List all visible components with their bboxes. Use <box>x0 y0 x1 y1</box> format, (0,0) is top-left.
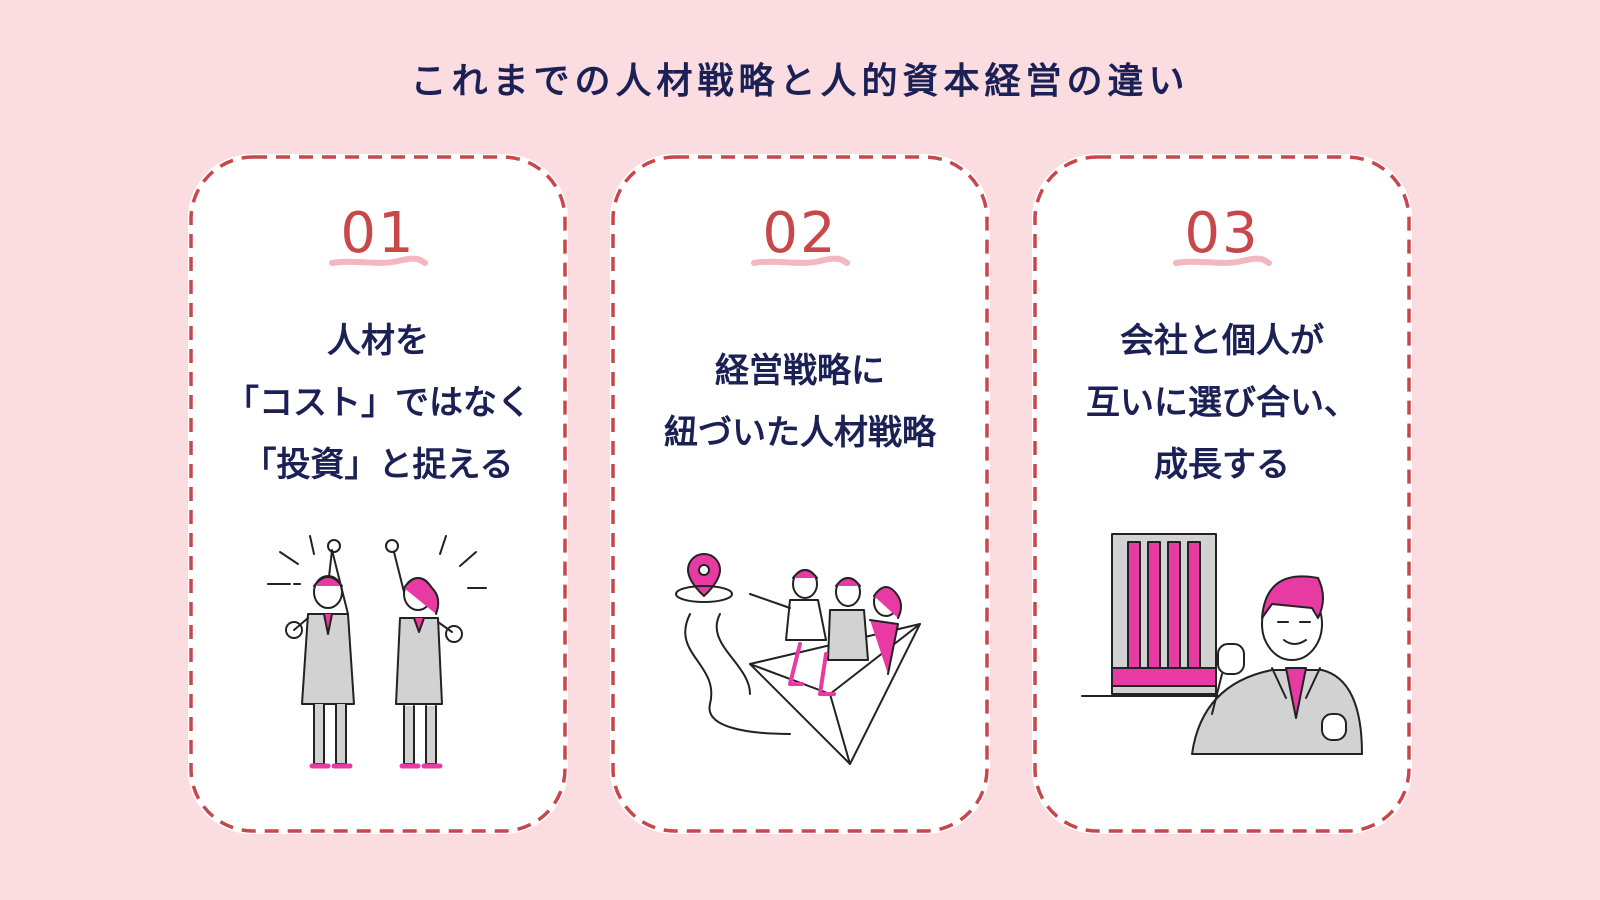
card-01: 01 人材を 「コスト」ではなく 「投資」と捉える <box>188 154 568 834</box>
two-cheering-workers-icon <box>267 535 487 769</box>
brush-underline <box>1173 255 1272 266</box>
card-heading-line: 互いに選び合い、 <box>1086 383 1358 423</box>
card-heading-line: 人材を <box>327 321 429 361</box>
card-heading: 人材を 「コスト」ではなく 「投資」と捉える <box>188 310 568 496</box>
dashed-border <box>1033 155 1411 833</box>
card-heading-line: 「投資」と捉える <box>242 445 514 485</box>
card-03: 03 会社と個人が 互いに選び合い、 成長する <box>1032 154 1412 834</box>
page-title: これまでの人材戦略と人的資本経営の違い <box>410 61 1190 102</box>
card-02: 02 経営戦略に 紐づいた人材戦略 <box>610 154 990 834</box>
dashed-border <box>611 155 989 833</box>
brush-underline <box>329 255 428 266</box>
dashed-border <box>189 155 567 833</box>
card-heading-line: 経営戦略に <box>715 351 885 391</box>
card-number: 03 <box>1184 201 1260 266</box>
card-number: 01 <box>340 201 416 266</box>
card-number: 02 <box>762 201 838 266</box>
card-heading-line: 会社と個人が <box>1120 321 1324 361</box>
businessman-and-building-icon <box>1081 533 1363 755</box>
team-on-paper-plane-icon <box>675 553 921 765</box>
card-heading-line: 成長する <box>1154 445 1290 485</box>
card-heading-line: 「コスト」ではなく <box>225 383 531 423</box>
card-heading-line: 紐づいた人材戦略 <box>664 413 936 453</box>
brush-underline <box>751 255 850 266</box>
card-heading: 経営戦略に 紐づいた人材戦略 <box>610 340 990 464</box>
card-heading: 会社と個人が 互いに選び合い、 成長する <box>1032 310 1412 496</box>
